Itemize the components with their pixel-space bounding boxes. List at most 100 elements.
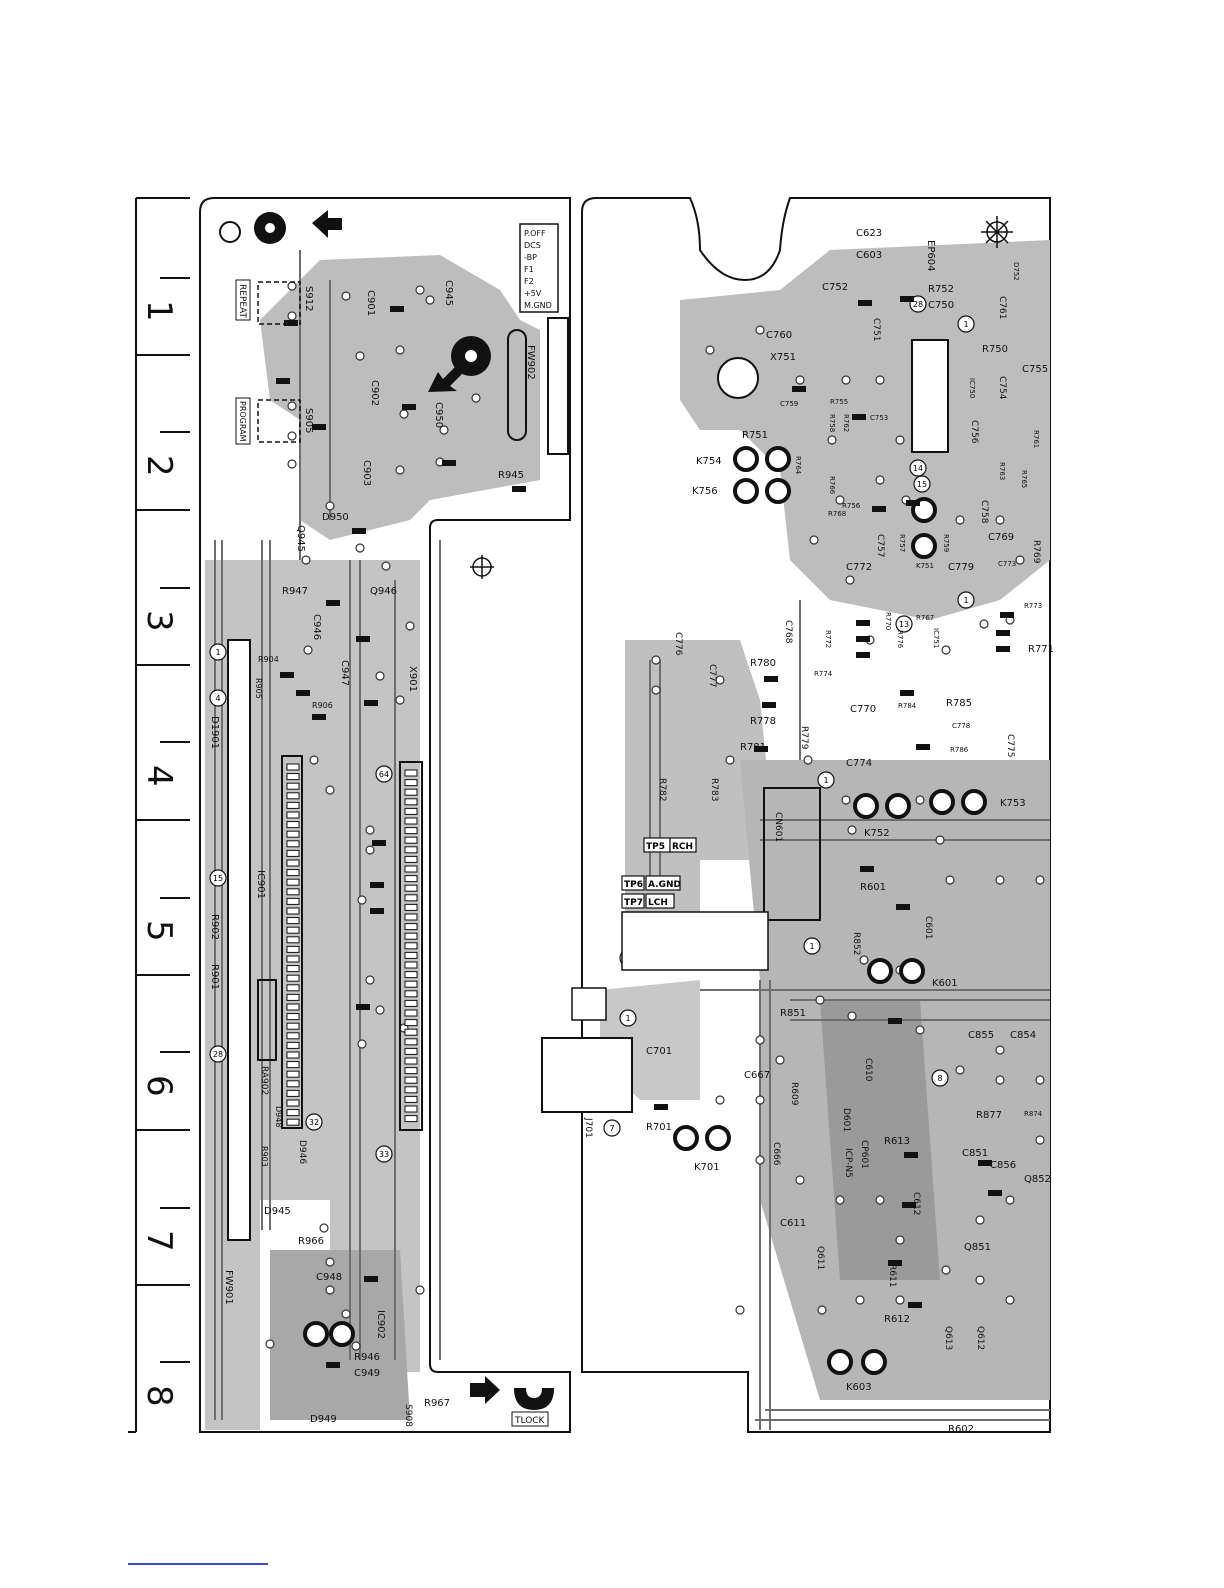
program-switch: PROGRAM	[235, 397, 301, 445]
via-pad	[827, 435, 837, 445]
component-label: C770	[850, 704, 876, 715]
via-pad	[319, 1223, 329, 1233]
ic-pin-pad	[286, 945, 300, 953]
grid-number: 2	[139, 455, 179, 477]
test-point-box	[669, 837, 697, 853]
right-copper-upper	[680, 240, 1050, 620]
component-label: R751	[742, 430, 768, 441]
component-label: C903	[361, 460, 372, 486]
component-label: C777	[707, 664, 717, 687]
test-point-box	[645, 893, 675, 909]
ic-pin-pad	[286, 1013, 300, 1021]
ep604-star	[981, 216, 1013, 248]
via-pad	[405, 621, 415, 631]
component-label: C948	[316, 1272, 342, 1283]
component-label: R901	[209, 964, 220, 990]
component-label: R767	[916, 614, 934, 622]
via-pad	[845, 575, 855, 585]
bottom-rule	[128, 1563, 268, 1565]
component-label: K751	[916, 562, 934, 570]
ic-pin-pad	[404, 865, 418, 873]
ic-pin-pad	[286, 840, 300, 848]
via-pad	[651, 655, 661, 665]
ic-pin-pad	[404, 788, 418, 796]
component-label: R903	[260, 1146, 269, 1167]
component-label: X751	[770, 352, 796, 363]
pin-number-marker: 1	[817, 771, 835, 789]
via-pad	[415, 1285, 425, 1295]
component-label: D945	[264, 1206, 291, 1217]
via-pad	[895, 1235, 905, 1245]
component-label: D950	[322, 512, 349, 523]
pin-number: 15	[213, 874, 223, 883]
component-label: R772	[824, 630, 832, 648]
via-pad	[325, 1257, 335, 1267]
smd-component	[888, 1260, 902, 1266]
via-pad	[309, 755, 319, 765]
via-pad	[915, 795, 925, 805]
component-label: K753	[1000, 798, 1026, 809]
ic-pin-pad	[404, 1067, 418, 1075]
via-pad	[755, 1155, 765, 1165]
pin-number-circle	[957, 315, 975, 333]
arrow-icon	[312, 210, 342, 238]
component-label: RA902	[259, 1066, 269, 1095]
ic-pin-pad	[286, 984, 300, 992]
component-label: C768	[783, 620, 793, 644]
pin-number-circle	[209, 643, 227, 661]
ic-pin-pad	[286, 1099, 300, 1107]
smd-component	[372, 840, 386, 846]
grid-ruler-numbers: 1 2 3 4 5 6 7 8	[139, 300, 179, 1407]
via-pad	[287, 401, 297, 411]
pin-number-circle	[209, 869, 227, 887]
pin-number-marker: 15	[913, 475, 931, 493]
via-pad	[355, 543, 365, 553]
grid-number: 5	[139, 920, 179, 942]
smd-component	[312, 714, 326, 720]
smd-component	[888, 1018, 902, 1024]
component-label: IC902	[375, 1310, 386, 1339]
jumper-pad	[853, 793, 879, 819]
ic-pin-pad	[286, 1003, 300, 1011]
pin-number-marker: 7	[603, 1119, 621, 1137]
component-label: K754	[696, 456, 722, 467]
via-pad	[357, 1039, 367, 1049]
ic-pin-pad	[404, 913, 418, 921]
smd-component	[370, 882, 384, 888]
component-label: R763	[998, 462, 1006, 480]
component-label: R771	[1028, 644, 1054, 655]
component-label: ICP-N5	[843, 1148, 853, 1178]
pin-number-circle	[931, 1069, 949, 1087]
via-pad	[365, 825, 375, 835]
via-pad	[265, 1339, 275, 1349]
ic-pin-pad	[404, 855, 418, 863]
program-label: PROGRAM	[238, 401, 247, 442]
arrow-icon	[428, 367, 462, 392]
smd-component	[916, 744, 930, 750]
pin-number: 13	[899, 620, 909, 629]
via-pad	[715, 675, 725, 685]
ic-pin-pad	[404, 817, 418, 825]
component-label: R756	[842, 502, 861, 510]
smd-component	[988, 1190, 1002, 1196]
smd-component	[326, 600, 340, 606]
right-copper-left	[625, 640, 770, 930]
component-label: R902	[209, 914, 220, 940]
smd-component	[370, 908, 384, 914]
ic-pin-pad	[286, 849, 300, 857]
via-pad	[835, 495, 845, 505]
jumper-pad	[885, 793, 911, 819]
via-pad	[1005, 1195, 1015, 1205]
via-pad	[365, 845, 375, 855]
via-pad	[755, 1095, 765, 1105]
component-label: C769	[988, 532, 1014, 543]
ic-pin-pad	[404, 894, 418, 902]
component-label: C778	[952, 722, 970, 730]
ic-pin-pad	[404, 961, 418, 969]
fw902-pin-label: -BP	[524, 253, 537, 262]
jumper-pad	[733, 446, 759, 472]
component-label: C946	[311, 614, 322, 640]
pin-number: 1	[215, 648, 220, 657]
via-pad	[439, 425, 449, 435]
